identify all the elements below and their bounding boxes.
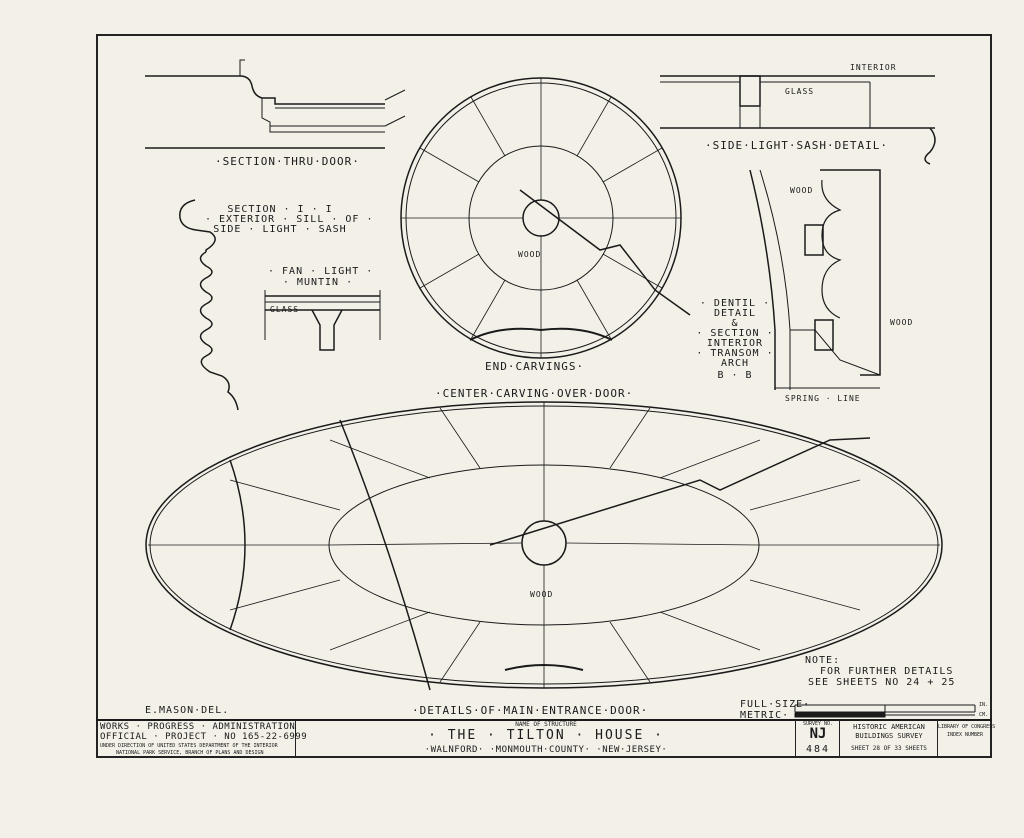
label-section-1-1-title: SECTION · I · I bbox=[227, 204, 333, 215]
label-glass-fan: GLASS bbox=[270, 305, 300, 314]
note-title: NOTE: bbox=[805, 655, 841, 666]
label-fan-light: · FAN · LIGHT · bbox=[268, 266, 374, 277]
scale-bars bbox=[794, 704, 976, 718]
label-dentil-section-bb: B · B bbox=[717, 370, 753, 381]
label-section-1-1-sub2: SIDE · LIGHT · SASH bbox=[213, 224, 347, 235]
structure-cell: NAME OF STRUCTURE · THE · TILTON · HOUSE… bbox=[296, 720, 796, 758]
wpa-line-3: UNDER DIRECTION OF UNITED STATES DEPARTM… bbox=[100, 743, 278, 749]
label-metric: METRIC· bbox=[740, 710, 790, 721]
label-side-light-sash: ·SIDE·LIGHT·SASH·DETAIL· bbox=[705, 139, 888, 152]
fan-light-muntin-drawing bbox=[264, 290, 381, 351]
note-line-1: FOR FURTHER DETAILS bbox=[820, 666, 954, 677]
sill-section-drawing bbox=[179, 199, 239, 411]
structure-name: · THE · TILTON · HOUSE · bbox=[428, 728, 664, 743]
label-wood-small: WOOD bbox=[518, 250, 542, 259]
structure-caption: NAME OF STRUCTURE bbox=[515, 721, 577, 728]
label-dentil-7: ARCH bbox=[720, 358, 750, 369]
label-wood-large: WOOD bbox=[530, 590, 554, 599]
habs-line-2: BUILDINGS SURVEY bbox=[855, 732, 923, 740]
label-dentil-5: INTERIOR bbox=[706, 338, 764, 349]
wpa-cell: WORKS · PROGRESS · ADMINISTRATION OFFICI… bbox=[96, 720, 307, 758]
sheet-number: SHEET 28 OF 33 SHEETS bbox=[851, 745, 927, 752]
survey-caption: SURVEY NO. bbox=[802, 721, 834, 727]
label-wood-dentil-top: WOOD bbox=[790, 186, 814, 195]
wpa-line-4: NATIONAL PARK SERVICE, BRANCH OF PLANS A… bbox=[116, 750, 264, 756]
label-interior: INTERIOR bbox=[850, 63, 897, 72]
label-delineator: E.MASON·DEL. bbox=[145, 705, 230, 716]
survey-state: NJ bbox=[809, 726, 827, 742]
label-muntin: · MUNTIN · bbox=[282, 277, 354, 288]
drawing-border bbox=[96, 34, 992, 758]
loc-line-2: INDEX NUMBER bbox=[946, 732, 984, 738]
wpa-line-1: WORKS · PROGRESS · ADMINISTRATION bbox=[100, 722, 296, 732]
label-full-size: FULL·SIZE· bbox=[740, 699, 811, 710]
section-thru-door-drawing bbox=[145, 59, 406, 149]
side-light-sash-drawing bbox=[660, 75, 936, 165]
label-end-carvings: END·CARVINGS· bbox=[485, 360, 585, 373]
end-carvings-drawing bbox=[400, 77, 691, 359]
label-spring-line: SPRING · LINE bbox=[785, 394, 861, 403]
label-details-main: ·DETAILS·OF·MAIN·ENTRANCE·DOOR· bbox=[412, 704, 649, 717]
survey-number: 484 bbox=[805, 744, 831, 755]
label-dentil-6: · TRANSOM · bbox=[696, 348, 774, 359]
label-dentil-2: DETAIL bbox=[713, 308, 757, 319]
wpa-line-2: OFFICIAL · PROJECT · NO 165-22-6999 bbox=[100, 732, 308, 742]
center-carving-drawing bbox=[145, 401, 943, 691]
label-wood-dentil-side: WOOD bbox=[890, 318, 914, 327]
label-dentil-3: & bbox=[731, 318, 739, 329]
loc-line-1: LIBRARY OF CONGRESS bbox=[938, 724, 996, 730]
loc-cell: LIBRARY OF CONGRESS INDEX NUMBER bbox=[938, 720, 996, 758]
note-line-2: SEE SHEETS NO 24 + 25 bbox=[808, 677, 956, 688]
label-center-carving: ·CENTER·CARVING·OVER·DOOR· bbox=[435, 387, 634, 400]
label-dentil-1: · DENTIL · bbox=[699, 298, 771, 309]
label-scale-unit: IN. bbox=[979, 702, 989, 708]
label-scale-unit-metric: CM. bbox=[979, 712, 989, 718]
habs-cell: HISTORIC AMERICAN BUILDINGS SURVEY SHEET… bbox=[840, 720, 938, 758]
label-section-thru-door: ·SECTION·THRU·DOOR· bbox=[215, 155, 360, 168]
survey-number-cell: SURVEY NO. NJ 484 bbox=[796, 720, 840, 758]
label-dentil-4: · SECTION · bbox=[696, 328, 774, 339]
structure-location: ·WALNFORD· ·MONMOUTH·COUNTY· ·NEW·JERSEY… bbox=[424, 745, 668, 755]
title-block: WORKS · PROGRESS · ADMINISTRATION OFFICI… bbox=[96, 720, 996, 758]
dentil-detail-drawing bbox=[749, 169, 881, 390]
label-glass-side: GLASS bbox=[785, 87, 815, 96]
habs-line-1: HISTORIC AMERICAN bbox=[853, 723, 925, 731]
label-section-1-1-sub1: · EXTERIOR · SILL · OF · bbox=[205, 214, 374, 225]
